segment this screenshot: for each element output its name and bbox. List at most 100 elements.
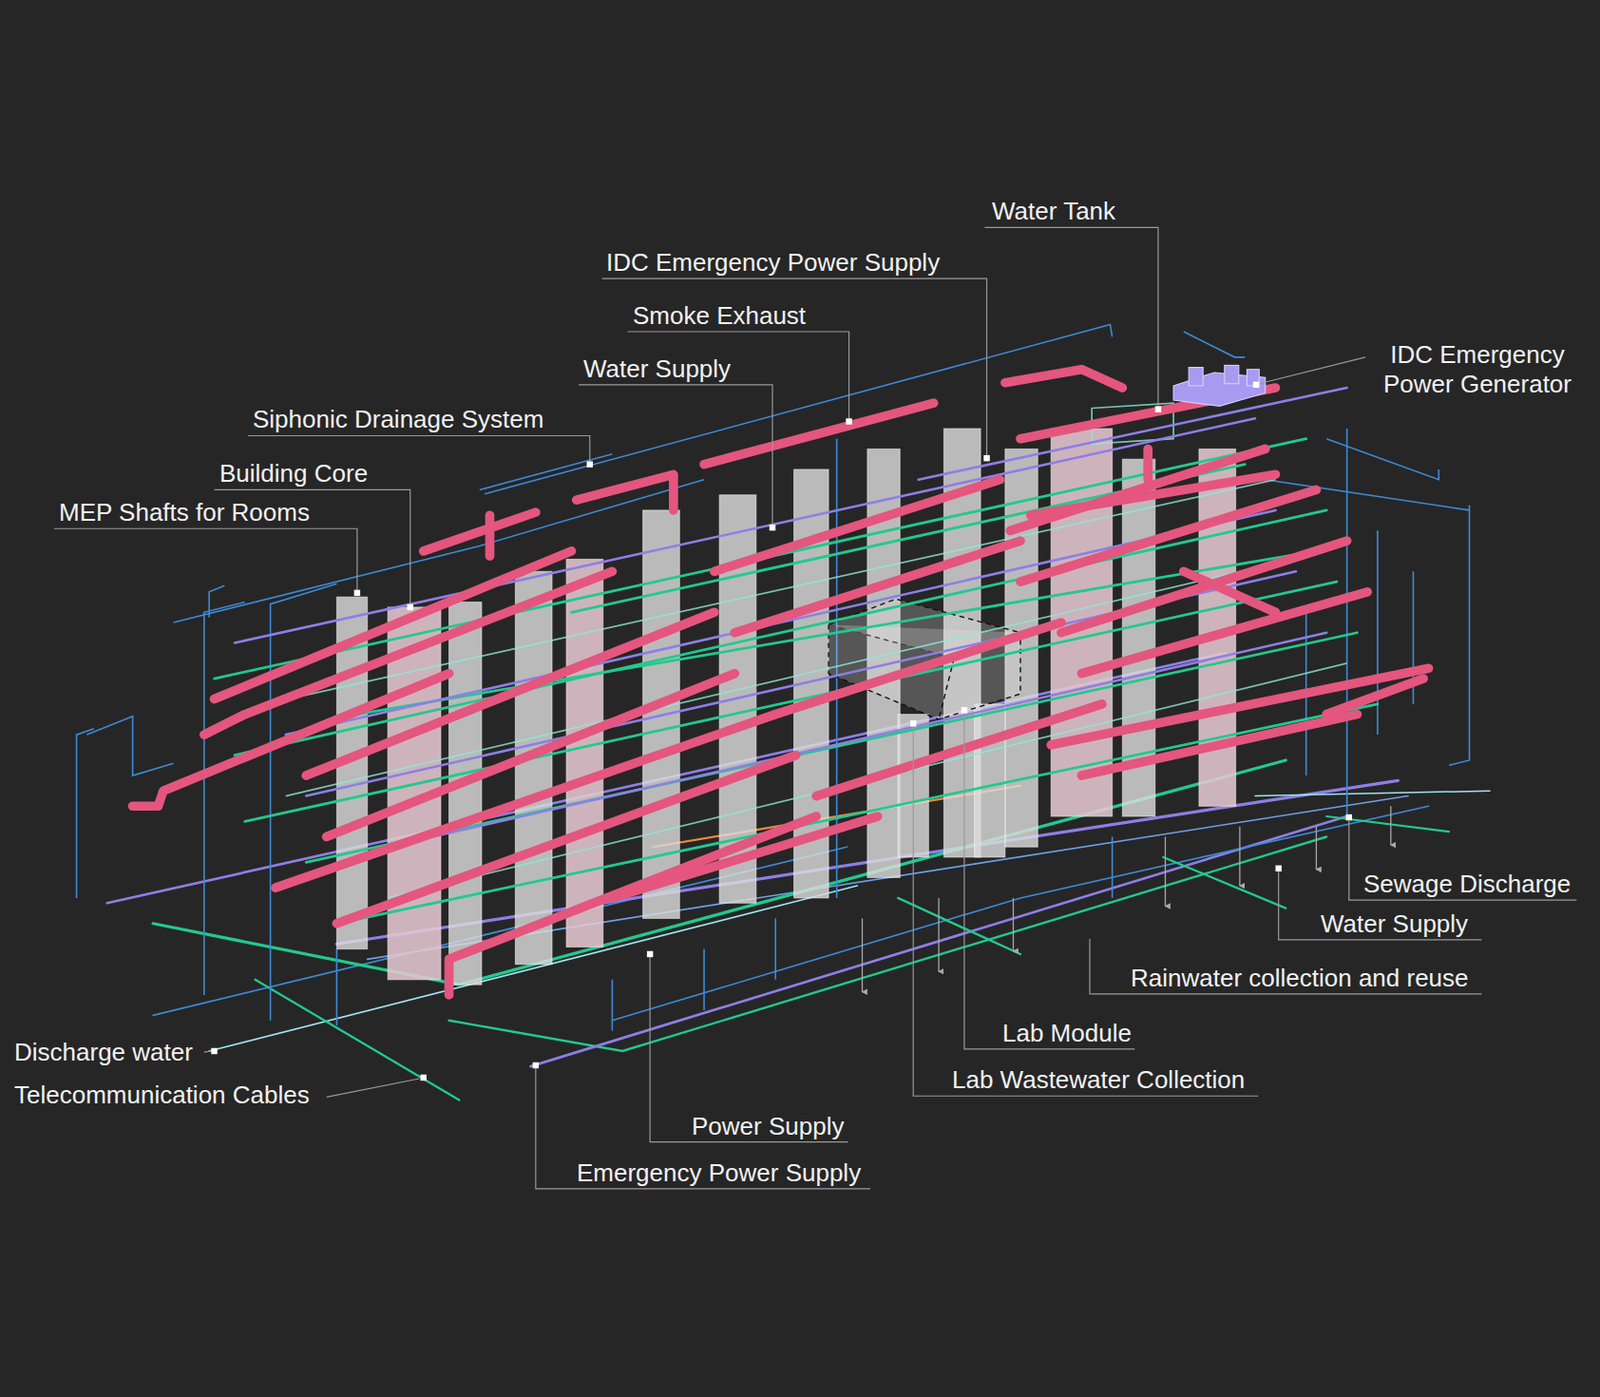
illustration-part	[336, 755, 796, 924]
illustration-part	[1255, 790, 1490, 796]
leader-lines	[54, 227, 1577, 1188]
shaft-tint	[387, 428, 1236, 980]
illustration-part	[974, 704, 1006, 858]
illustration-part	[485, 514, 496, 556]
illustration-part	[816, 704, 1103, 797]
illustration-part	[649, 956, 848, 1142]
illustration-part	[86, 716, 173, 776]
illustration-part	[514, 571, 553, 964]
callout-label: Sewage Discharge	[1361, 868, 1573, 899]
illustration-part	[703, 949, 705, 1010]
callout-label: Telecommunication Cables	[12, 1079, 312, 1110]
illustration-part	[1315, 826, 1317, 870]
callout-label: Lab Module	[1000, 1017, 1134, 1048]
illustration-part	[76, 728, 95, 898]
illustration-part	[774, 917, 777, 979]
illustration-part	[354, 590, 361, 596]
illustration-part	[1162, 857, 1286, 909]
illustration-part	[423, 512, 536, 552]
illustration-part	[1005, 369, 1124, 388]
illustration-part	[1253, 381, 1259, 388]
illustration-part	[918, 387, 1348, 480]
callout-label: Building Core	[217, 457, 370, 489]
illustration-part	[984, 227, 1159, 406]
illustration-part	[983, 455, 990, 461]
illustration-part	[578, 384, 773, 525]
callout-label: Water Supply	[581, 353, 733, 384]
illustration-part	[1188, 367, 1203, 386]
callout-label: MEP Shafts for Rooms	[57, 496, 312, 528]
illustration-part	[214, 551, 572, 700]
illustration-part	[535, 1067, 871, 1189]
callout-label: Water Tank	[990, 195, 1118, 227]
callout-label: IDC Emergency Power Supply	[604, 247, 942, 278]
illustration-part	[1111, 836, 1114, 897]
illustration-part	[1155, 405, 1162, 412]
illustration-part	[214, 438, 1307, 679]
air-ducts	[133, 369, 1429, 995]
illustration-part	[1238, 826, 1240, 886]
callout-label: Emergency Power Supply	[574, 1157, 863, 1188]
illustration-part	[326, 1078, 420, 1097]
illustration-part	[1326, 678, 1424, 715]
callout-label: Power Supply	[689, 1110, 846, 1142]
illustration-part	[1164, 836, 1166, 906]
illustration-part	[336, 949, 339, 1027]
illustration-part	[961, 706, 968, 713]
illustration-part	[576, 474, 674, 511]
callout-label: Siphonic Drainage System	[250, 403, 546, 435]
callout-label: Lab Wastewater Collection	[950, 1064, 1247, 1095]
illustration-part	[1224, 364, 1239, 383]
illustration-part	[1275, 865, 1281, 872]
illustration-part	[204, 602, 246, 995]
illustration-part	[937, 897, 939, 972]
emergency-generator	[1173, 364, 1266, 406]
illustration-part	[1349, 819, 1577, 900]
illustration-part	[845, 418, 852, 424]
callout-label: Discharge water	[12, 1036, 195, 1067]
chilled-water-pipes	[214, 438, 1378, 924]
illustration-part	[734, 540, 1021, 633]
illustration-part	[910, 720, 916, 726]
illustration-part	[1346, 814, 1353, 820]
illustration-part	[265, 479, 1276, 705]
illustration-part	[1012, 897, 1014, 952]
illustration-part	[407, 604, 414, 610]
illustration-part	[204, 1050, 212, 1052]
illustration-part	[1448, 505, 1469, 766]
illustration-part	[1326, 438, 1439, 480]
illustration-part	[566, 558, 604, 947]
illustration-part	[533, 1062, 539, 1068]
illustration-part	[897, 897, 1021, 954]
illustration-part	[204, 571, 613, 735]
illustration-part	[54, 528, 358, 590]
illustration-part	[210, 1047, 217, 1054]
illustration-part	[566, 558, 604, 947]
illustration-part	[769, 524, 776, 531]
illustration-part	[1390, 805, 1391, 845]
illustration-part	[1326, 816, 1449, 832]
illustration-part	[647, 951, 653, 957]
illustration-part	[479, 454, 613, 491]
illustration-part	[209, 585, 225, 617]
illustration-part	[1346, 428, 1349, 817]
illustration-part	[1089, 938, 1482, 994]
illustration-part	[387, 632, 1327, 847]
callout-label: Rainwater collection and reuse	[1128, 962, 1471, 993]
illustration-part	[419, 1074, 426, 1081]
illustration-part	[913, 726, 1258, 1097]
water-pipes	[76, 323, 1470, 1030]
illustration-part	[1183, 331, 1245, 358]
illustration-part	[704, 402, 934, 464]
callout-label: Water Supply	[1318, 908, 1470, 939]
illustration-part	[1142, 448, 1153, 479]
illustration-part	[449, 816, 818, 995]
illustration-part	[1081, 714, 1357, 776]
illustration-part	[775, 622, 1062, 715]
illustration-part	[1183, 571, 1277, 612]
illustration-part	[1258, 357, 1366, 384]
illustration-part	[964, 713, 1135, 1049]
callout-label: Smoke Exhaust	[630, 300, 808, 331]
illustration-part	[587, 460, 593, 467]
